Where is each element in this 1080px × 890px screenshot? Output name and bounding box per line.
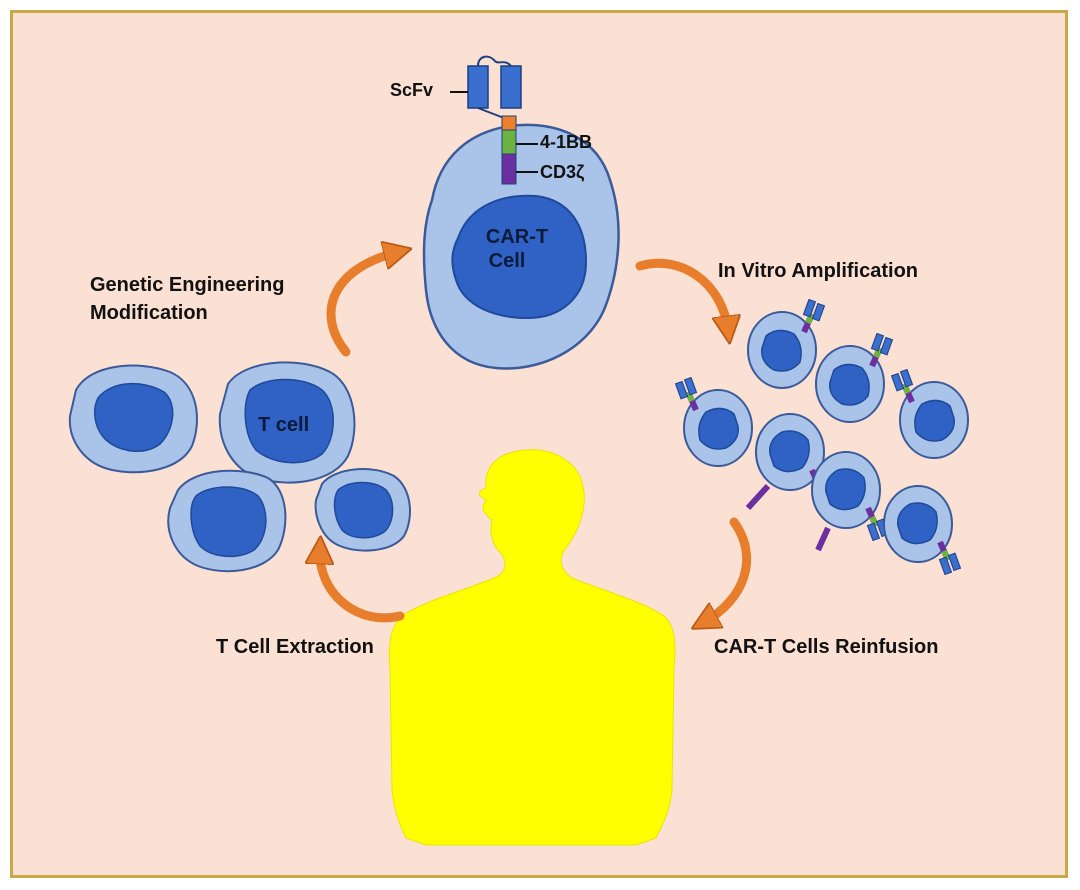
label-car-t-line1: CAR-T [485,226,549,248]
car-t-cell-main [422,123,620,370]
label-in-vitro-amplification: In Vitro Amplification [718,260,919,282]
car-t-cells-expanded [676,299,968,574]
label-t-cell: T cell [258,414,310,436]
t-cell-1 [68,364,198,474]
car-receptor [450,55,538,185]
arrow-reinfusion [704,517,752,622]
label-car-t-line2: Cell [488,250,526,272]
arrow-extraction [320,550,405,623]
label-modification: Modification [90,302,208,324]
label-scfv: ScFv [390,80,434,100]
arrow-genetic-modification [326,252,398,357]
label-genetic-engineering: Genetic Engineering [90,274,285,296]
t-cell-3 [167,469,287,573]
t-cell-4 [314,468,411,552]
label-cd3-zeta: CD3ζ [540,162,585,182]
label-car-t-reinfusion: CAR-T Cells Reinfusion [714,636,939,658]
label-4-1bb: 4-1BB [540,132,593,152]
arrow-amplification [635,258,728,330]
human-silhouette [388,449,676,846]
t-cell-labeled [218,361,356,484]
label-t-cell-extraction: T Cell Extraction [216,636,374,658]
